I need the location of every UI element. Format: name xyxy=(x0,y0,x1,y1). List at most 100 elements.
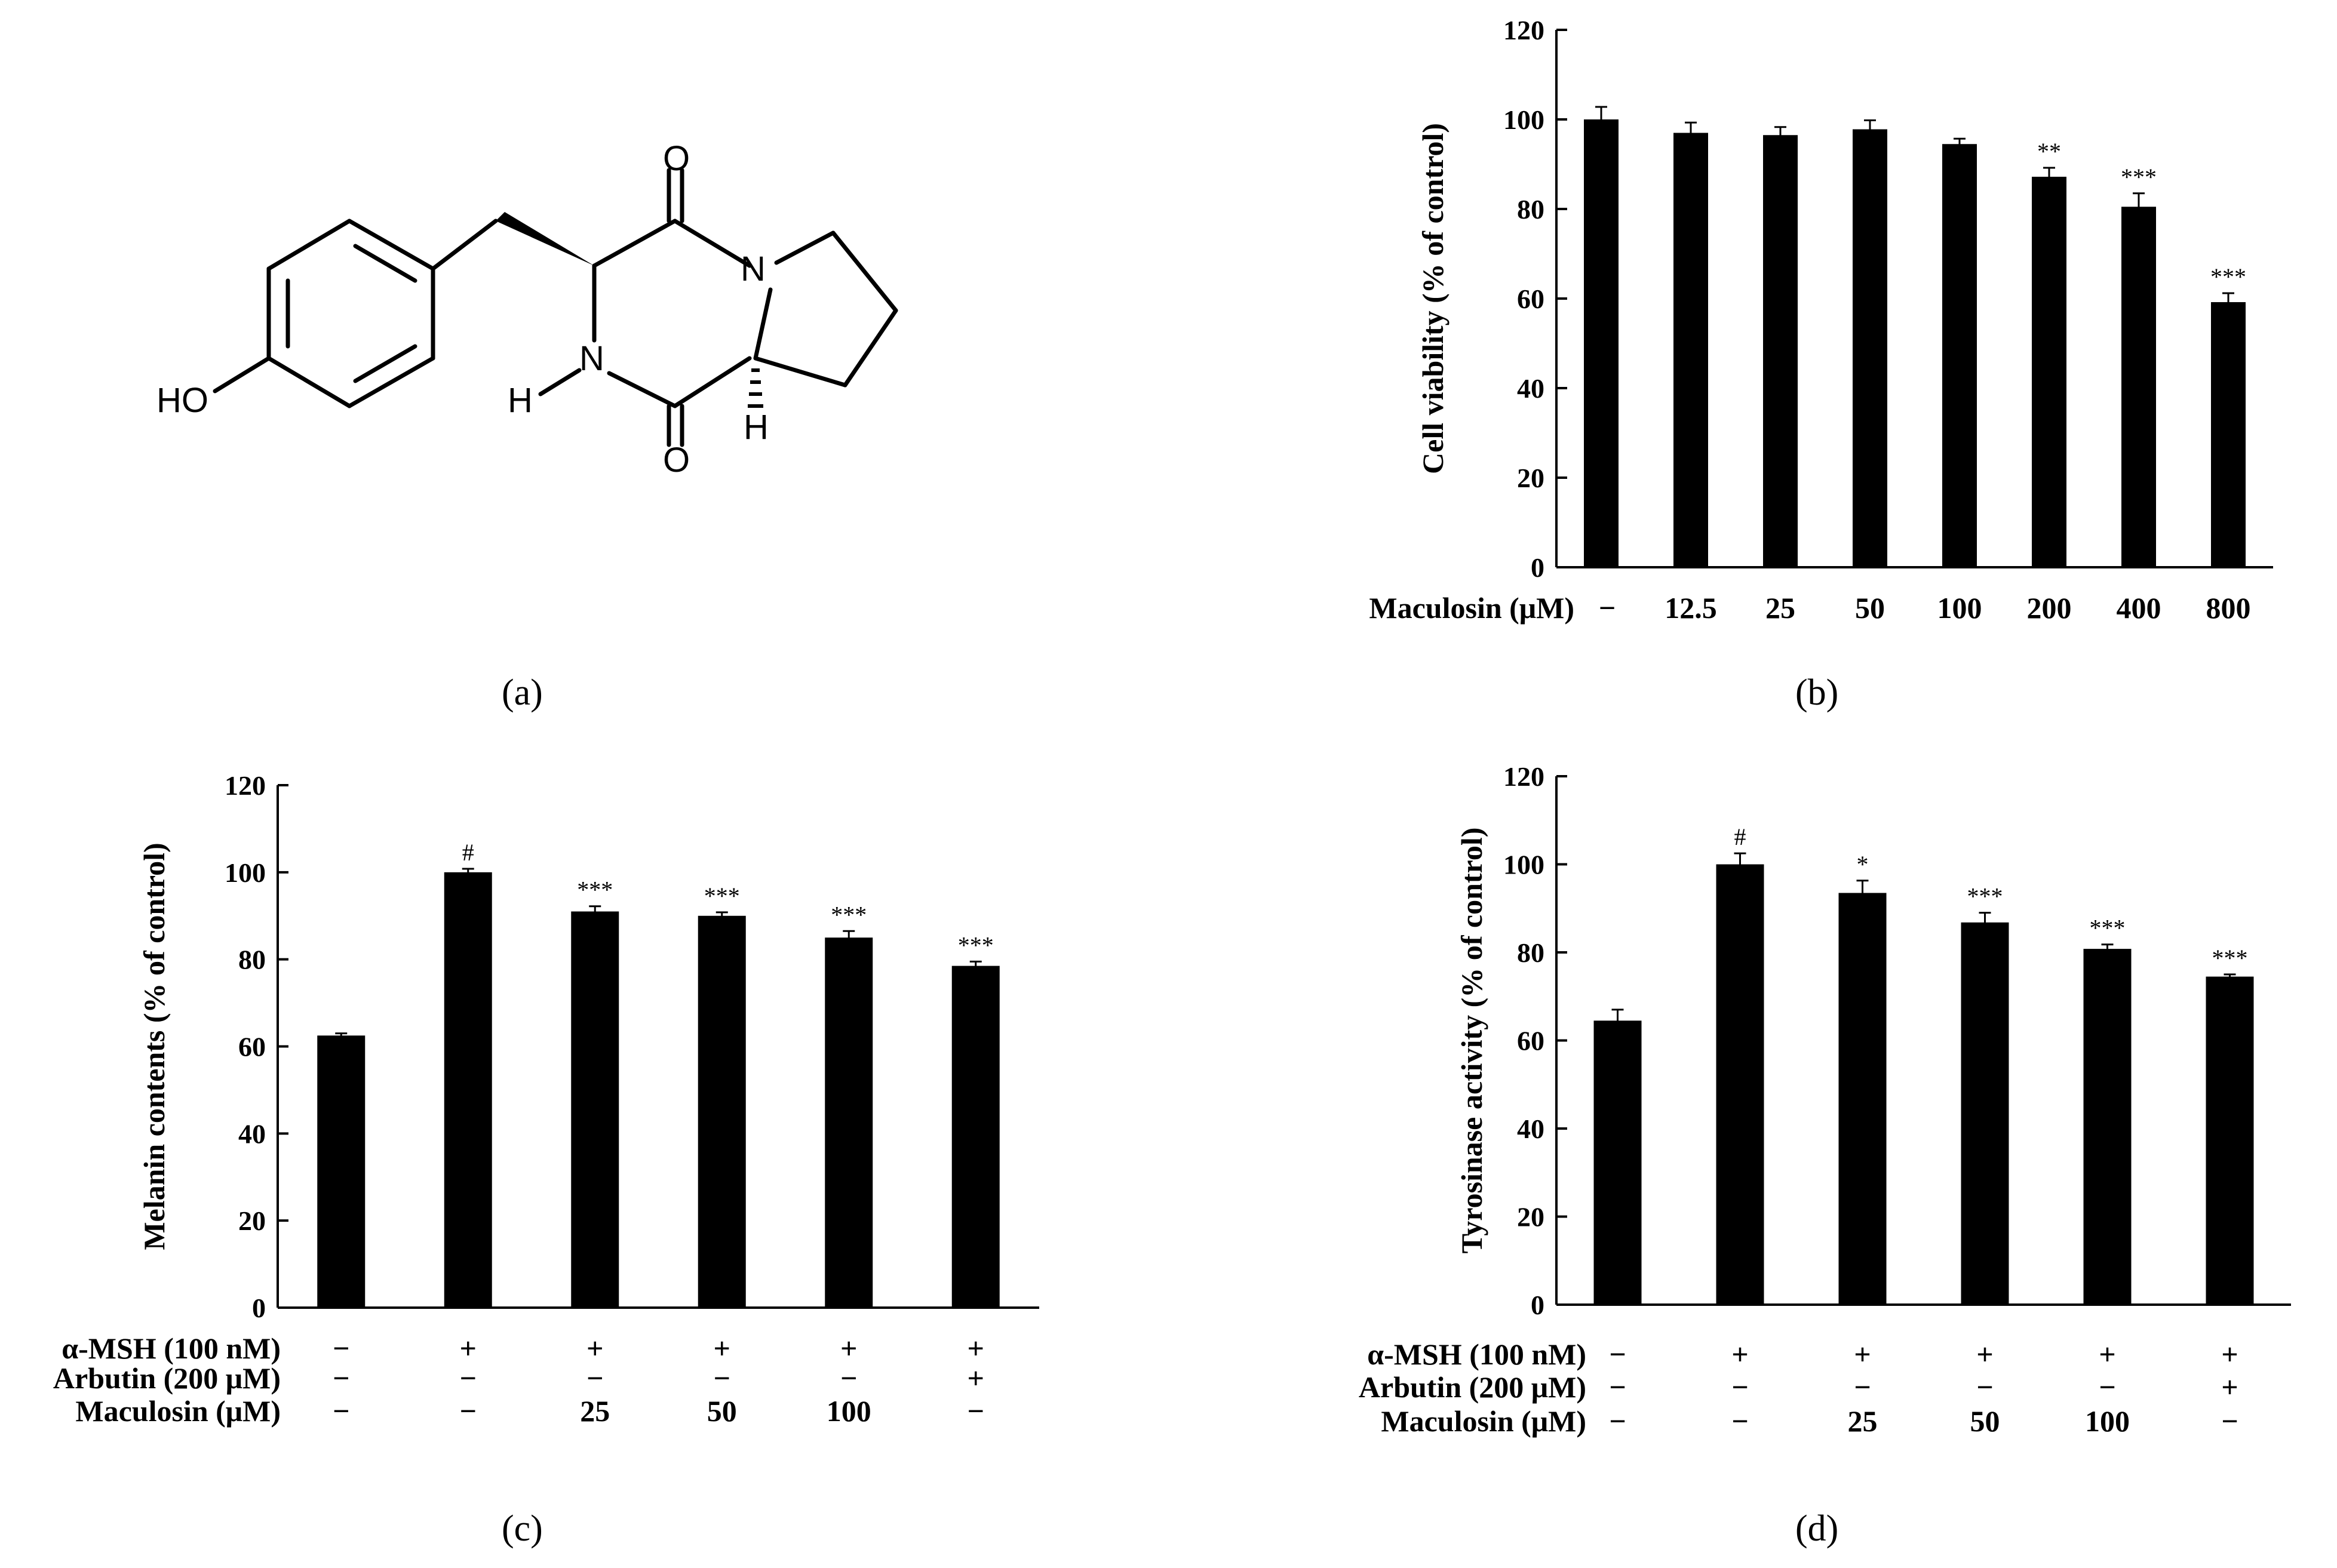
y-tick-label: 20 xyxy=(1517,1202,1544,1232)
y-tick-label: 60 xyxy=(1517,1026,1544,1056)
condition-cell: − xyxy=(1731,1370,1749,1404)
condition-cell: + xyxy=(968,1361,985,1395)
condition-cell: 100 xyxy=(2085,1404,2130,1438)
significance-marker: *** xyxy=(2121,164,2157,190)
atom-nh: N xyxy=(579,339,604,378)
condition-cell: + xyxy=(586,1332,604,1365)
y-tick-label: 40 xyxy=(238,1118,266,1149)
condition-cell: 800 xyxy=(2206,591,2251,625)
panel-a: O N N H O H HO (a) xyxy=(0,0,1168,740)
condition-cell: − xyxy=(714,1361,731,1395)
condition-cell: 200 xyxy=(2027,591,2072,625)
significance-marker: *** xyxy=(831,901,867,928)
y-tick-label: 120 xyxy=(225,770,266,801)
bar xyxy=(2206,976,2254,1305)
y-tick-label: 60 xyxy=(1517,284,1544,314)
condition-cell: − xyxy=(333,1394,350,1428)
condition-cell: 25 xyxy=(580,1394,610,1428)
bar xyxy=(1673,133,1708,567)
bar xyxy=(1961,922,2009,1305)
significance-marker: *** xyxy=(2090,915,2126,942)
bar xyxy=(1716,864,1764,1305)
y-tick-label: 120 xyxy=(1503,761,1544,792)
condition-cell: 25 xyxy=(1848,1404,1878,1438)
significance-marker: *** xyxy=(2212,945,2248,971)
condition-cell: − xyxy=(586,1361,604,1395)
y-tick-label: 0 xyxy=(252,1293,266,1323)
bar xyxy=(317,1035,366,1308)
bar xyxy=(951,966,1000,1308)
condition-cell: 100 xyxy=(1937,591,1982,625)
condition-cell: − xyxy=(1731,1404,1749,1438)
significance-marker: *** xyxy=(704,883,740,909)
condition-cell: − xyxy=(1609,1370,1626,1404)
condition-cell: − xyxy=(2099,1370,2116,1404)
bar xyxy=(2032,177,2066,567)
panel-label-a: (a) xyxy=(502,672,543,713)
y-tick-label: 120 xyxy=(1503,15,1544,45)
y-tick-label: 40 xyxy=(1517,1114,1544,1144)
y-tick-label: 60 xyxy=(238,1032,266,1062)
panel-label-d: (d) xyxy=(1795,1508,1839,1549)
condition-cell: − xyxy=(333,1332,350,1365)
condition-cell: + xyxy=(2221,1370,2238,1404)
atom-o-bottom: O xyxy=(663,441,690,479)
condition-cell: + xyxy=(840,1332,858,1365)
atom-o-top: O xyxy=(663,139,690,178)
significance-marker: *** xyxy=(1967,883,2003,910)
condition-cell: − xyxy=(1609,1404,1626,1438)
y-axis-title: Melanin contents (% of control) xyxy=(137,843,171,1250)
condition-cell: − xyxy=(333,1361,350,1395)
y-tick-label: 80 xyxy=(1517,194,1544,225)
condition-cell: 50 xyxy=(1855,591,1885,625)
significance-marker: *** xyxy=(958,931,994,958)
condition-cell: 25 xyxy=(1765,591,1795,625)
y-tick-label: 0 xyxy=(1531,552,1544,583)
bar xyxy=(1593,1020,1642,1305)
y-tick-label: 100 xyxy=(1503,850,1544,880)
maculosin-structure: O N N H O H HO xyxy=(156,139,898,479)
bar xyxy=(444,872,492,1308)
significance-marker: * xyxy=(1857,851,1869,878)
condition-row-label: Arbutin (200 μM) xyxy=(1359,1370,1586,1404)
condition-cell: − xyxy=(1609,1338,1626,1371)
condition-cell: − xyxy=(1976,1370,1994,1404)
condition-cell: + xyxy=(460,1332,477,1365)
significance-marker: ** xyxy=(2037,138,2061,165)
significance-marker: # xyxy=(462,839,474,866)
condition-cell: − xyxy=(460,1361,477,1395)
condition-cell: − xyxy=(1599,591,1616,625)
y-tick-label: 100 xyxy=(1503,104,1544,135)
condition-cell: − xyxy=(2221,1404,2238,1438)
y-axis-title: Cell viability (% of control) xyxy=(1416,123,1450,474)
condition-cell: − xyxy=(968,1394,985,1428)
bar xyxy=(1838,893,1887,1305)
y-tick-label: 40 xyxy=(1517,373,1544,404)
condition-cell: 12.5 xyxy=(1665,591,1717,625)
condition-cell: + xyxy=(1976,1338,1994,1371)
condition-row-label: Maculosin (μM) xyxy=(1381,1404,1586,1438)
atom-ho: HO xyxy=(156,381,208,420)
bar xyxy=(698,915,746,1308)
bar xyxy=(1942,144,1977,567)
bar xyxy=(825,937,873,1308)
bar xyxy=(1584,119,1619,567)
condition-cell: − xyxy=(1854,1370,1871,1404)
y-tick-label: 100 xyxy=(225,857,266,888)
condition-cell: − xyxy=(460,1394,477,1428)
atom-n-ring: N xyxy=(741,250,766,288)
y-tick-label: 80 xyxy=(238,945,266,975)
condition-cell: + xyxy=(968,1332,985,1365)
y-axis-title: Tyrosinase activity (% of control) xyxy=(1455,828,1488,1254)
condition-cell: + xyxy=(714,1332,731,1365)
condition-row-label: Maculosin (μM) xyxy=(75,1394,281,1428)
condition-row-label: α-MSH (100 nM) xyxy=(62,1332,281,1365)
bar xyxy=(2121,207,2156,567)
condition-row-label: Maculosin (μM) xyxy=(1369,591,1574,625)
